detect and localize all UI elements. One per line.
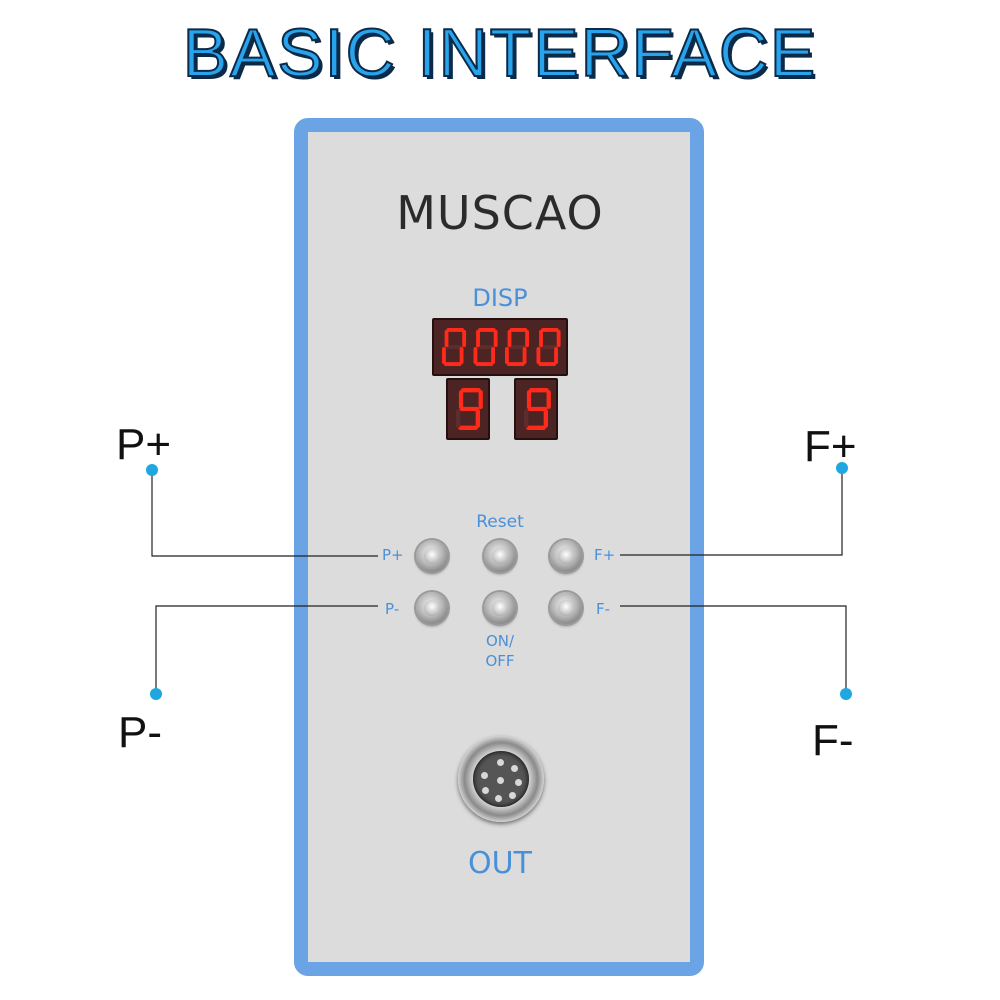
- output-connector[interactable]: [458, 736, 544, 822]
- display-main-digit-1-segment-a: [478, 328, 496, 332]
- display-label: DISP: [472, 284, 528, 312]
- display-main-digit-2-segment-a: [509, 328, 528, 332]
- display-main: [432, 318, 568, 376]
- display-main-digit-2-segment-d: [506, 362, 525, 366]
- display-main-digit-0-segment-b: [462, 329, 467, 347]
- f-minus-leader: [620, 605, 847, 694]
- p-minus-leader: [155, 605, 378, 694]
- reset-button[interactable]: [484, 540, 516, 572]
- display-left-digit-0-segment-g: [459, 406, 480, 412]
- display-right-digit-0-segment-c: [543, 409, 548, 428]
- f-plus-leader: [620, 468, 843, 556]
- p-plus-button-label: P+: [382, 546, 404, 564]
- display-main-digit-2-segment-g: [508, 345, 526, 349]
- display-right-digit-0-segment-b: [546, 390, 551, 409]
- display-right-digit-0-segment-f: [526, 390, 532, 409]
- display-main-digit-1-segment-b: [493, 329, 498, 347]
- f-minus-dot: [840, 688, 852, 700]
- p-plus-leader: [151, 470, 378, 557]
- display-main-digit-3-segment-c: [554, 347, 558, 365]
- display-main-digit-2-segment-e: [505, 347, 509, 365]
- display-main-digit-1-segment-c: [491, 347, 495, 365]
- display-right-digit-0-segment-g: [527, 406, 548, 412]
- display-main-digit-3-segment-f: [539, 329, 543, 347]
- display-main-digit-3-segment-e: [536, 347, 541, 365]
- page-title: BASIC INTERFACE: [182, 15, 818, 91]
- p-plus-button[interactable]: [416, 540, 448, 572]
- callout-p-plus: P+: [116, 420, 172, 469]
- brand-name: MUSCAO: [396, 186, 604, 240]
- display-main-digit-0-segment-c: [459, 347, 464, 365]
- display-main-digit-2-segment-f: [507, 329, 512, 347]
- display-left-digit-0-segment-b: [478, 390, 483, 409]
- display-left: [446, 378, 490, 440]
- display-main-digit-3-segment-g: [539, 345, 558, 349]
- on-off-button[interactable]: [484, 592, 516, 624]
- on-off-label-line2: OFF: [485, 652, 515, 670]
- display-left-digit-0-segment-c: [475, 409, 480, 428]
- p-minus-button-label: P-: [385, 600, 400, 618]
- on-off-label-line1: ON/: [485, 632, 515, 650]
- f-plus-dot: [836, 462, 848, 474]
- f-plus-button[interactable]: [550, 540, 582, 572]
- display-right: [514, 378, 558, 440]
- display-left-digit-0-segment-f: [458, 390, 464, 409]
- f-minus-button-label: F-: [596, 600, 611, 618]
- display-main-digit-0-segment-d: [443, 362, 462, 366]
- f-plus-button-label: F+: [594, 546, 616, 564]
- display-right-digit-0-segment-e: [524, 409, 529, 428]
- display-main-digit-0-segment-g: [445, 345, 463, 349]
- display-main-digit-2-segment-c: [522, 347, 527, 365]
- display-right-digit-0-segment-d: [526, 425, 546, 430]
- p-minus-dot: [150, 688, 162, 700]
- display-left-digit-0-segment-a: [461, 388, 481, 393]
- display-main-digit-1-segment-d: [475, 362, 494, 366]
- display-right-digit-0-segment-a: [529, 388, 549, 393]
- display-main-digit-0-segment-a: [446, 328, 465, 332]
- p-plus-dot: [146, 464, 158, 476]
- callout-f-plus: F+: [804, 422, 857, 471]
- callout-f-minus: F-: [812, 716, 854, 765]
- display-main-digit-3-segment-d: [538, 362, 557, 366]
- display-main-digit-3-segment-a: [541, 328, 559, 332]
- display-main-digit-0-segment-f: [444, 329, 449, 347]
- p-minus-button[interactable]: [416, 592, 448, 624]
- f-minus-button[interactable]: [550, 592, 582, 624]
- display-main-digit-2-segment-b: [525, 329, 530, 347]
- reset-label: Reset: [476, 512, 524, 532]
- display-main-digit-1-segment-g: [476, 345, 495, 349]
- callout-p-minus: P-: [118, 708, 162, 757]
- display-left-digit-0-segment-e: [456, 409, 461, 428]
- display-main-digit-3-segment-b: [556, 329, 561, 347]
- display-main-digit-0-segment-e: [442, 347, 446, 365]
- output-label: OUT: [468, 846, 532, 881]
- display-left-digit-0-segment-d: [458, 425, 478, 430]
- display-main-digit-1-segment-e: [473, 347, 478, 365]
- display-main-digit-1-segment-f: [476, 329, 480, 347]
